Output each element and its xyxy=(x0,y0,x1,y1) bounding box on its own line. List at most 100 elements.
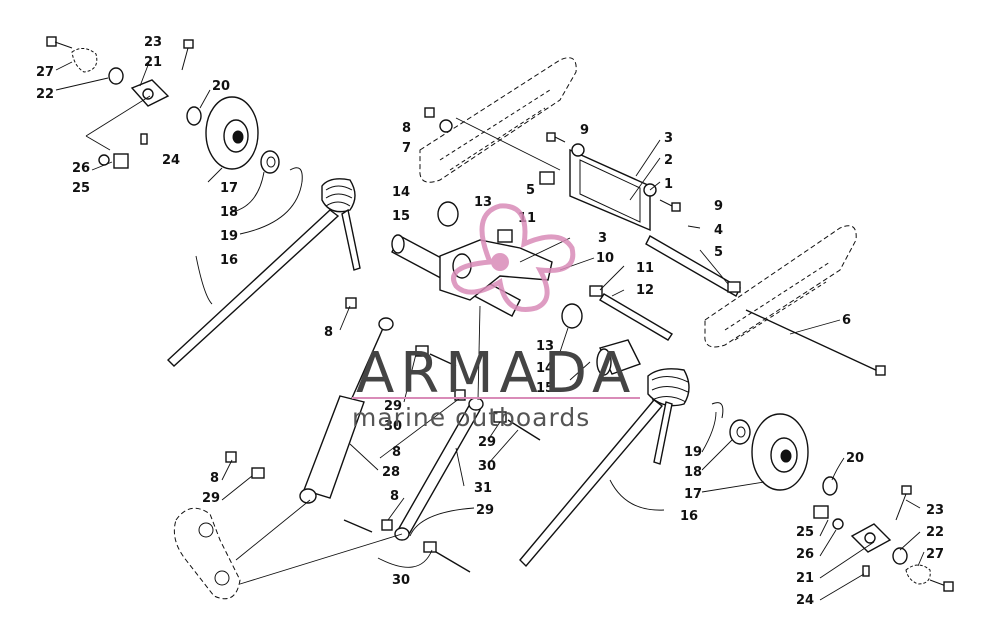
callout-20b: 20 xyxy=(846,451,864,466)
cap-22-lower xyxy=(892,547,931,585)
bushing-13-lower xyxy=(561,303,583,329)
callout-25: 25 xyxy=(72,181,90,196)
callout-9b: 9 xyxy=(714,199,723,214)
callout-27b: 27 xyxy=(926,547,944,562)
callout-19b: 19 xyxy=(684,445,702,460)
callout-8b: 8 xyxy=(324,325,333,340)
bolt-9-lower xyxy=(659,199,681,212)
callout-8e: 8 xyxy=(390,489,399,504)
callout-5b: 5 xyxy=(714,245,723,260)
bushing-11-upper xyxy=(497,229,513,243)
watermark-propeller-icon xyxy=(451,203,576,312)
nut-8-7 xyxy=(424,107,453,133)
ring-19-lower xyxy=(711,402,724,419)
cap-5-upper xyxy=(539,171,555,185)
axle-block-21-lower xyxy=(850,523,892,553)
shock-absorber-28 xyxy=(299,317,394,504)
callout-18b: 18 xyxy=(684,465,702,480)
callout-8c: 8 xyxy=(392,445,401,460)
callout-1: 1 xyxy=(664,177,673,192)
spacer-20-upper xyxy=(186,106,202,126)
long-bolt-6 xyxy=(745,309,886,376)
callout-14b: 14 xyxy=(536,361,554,376)
callout-19: 19 xyxy=(220,229,238,244)
callout-7: 7 xyxy=(402,141,411,156)
callout-25b: 25 xyxy=(796,525,814,540)
wheel-17-lower xyxy=(751,413,809,491)
callout-18: 18 xyxy=(220,205,238,220)
callout-29: 29 xyxy=(384,399,402,414)
callout-22b: 22 xyxy=(926,525,944,540)
callout-29c: 29 xyxy=(202,491,220,506)
callout-26b: 26 xyxy=(796,547,814,562)
callout-22: 22 xyxy=(36,87,54,102)
callout-20: 20 xyxy=(212,79,230,94)
nut-25-upper xyxy=(98,153,129,169)
callout-15b: 15 xyxy=(536,381,554,396)
callout-24: 24 xyxy=(162,153,180,168)
bolt-27-lower xyxy=(929,579,954,592)
pin-24-lower xyxy=(862,565,870,577)
callout-2: 2 xyxy=(664,153,673,168)
leader-lines xyxy=(55,59,925,601)
callout-12: 12 xyxy=(636,283,654,298)
bushing-14-15-lower xyxy=(596,339,641,376)
link-31 xyxy=(394,397,484,541)
callout-31: 31 xyxy=(474,481,492,496)
callout-28: 28 xyxy=(382,465,400,480)
callout-8d: 8 xyxy=(210,471,219,486)
wheel-17-upper xyxy=(205,96,259,170)
frame-bracket-lower-left xyxy=(173,507,241,600)
callout-10: 10 xyxy=(596,251,614,266)
callout-29b: 29 xyxy=(478,435,496,450)
callout-30b: 30 xyxy=(478,459,496,474)
callout-13: 13 xyxy=(474,195,492,210)
bushing-13-upper xyxy=(437,201,459,227)
callout-21: 21 xyxy=(144,55,162,70)
ring-19-upper xyxy=(289,167,303,183)
rod-4 xyxy=(645,235,741,297)
watermark-logo xyxy=(451,203,576,312)
callout-24b: 24 xyxy=(796,593,814,608)
rail-bracket-lower xyxy=(704,225,857,348)
callout-5: 5 xyxy=(526,183,535,198)
bushing-11-lower xyxy=(589,285,603,297)
callout-16: 16 xyxy=(220,253,238,268)
watermark-brand: ARMADA xyxy=(356,341,636,406)
callout-27: 27 xyxy=(36,65,54,80)
bolt-23-lower xyxy=(895,485,912,521)
callout-8: 8 xyxy=(402,121,411,136)
watermark-tagline: marine outboards xyxy=(352,403,590,432)
bolts-30-spacers-29 xyxy=(251,345,541,573)
callout-23: 23 xyxy=(144,35,162,50)
callout-30: 30 xyxy=(384,419,402,434)
spring-16-lower xyxy=(519,368,690,568)
rod-12 xyxy=(599,293,673,341)
callout-3: 3 xyxy=(664,131,673,146)
bearing-18-upper xyxy=(260,150,280,174)
callout-16b: 16 xyxy=(680,509,698,524)
callout-13b: 13 xyxy=(536,339,554,354)
bracket-1 xyxy=(569,143,657,232)
cap-22-upper xyxy=(71,48,124,85)
bolt-23-upper xyxy=(181,39,194,71)
callout-17: 17 xyxy=(220,181,238,196)
spring-16-upper xyxy=(166,178,361,367)
callout-3b: 3 xyxy=(598,231,607,246)
callout-11b: 11 xyxy=(636,261,654,276)
watermark-hub-icon xyxy=(491,253,509,271)
nut-25-lower xyxy=(813,505,844,530)
bearing-18-lower xyxy=(729,419,751,445)
bolt-27-upper xyxy=(46,36,73,49)
callout-15: 15 xyxy=(392,209,410,224)
callout-29d: 29 xyxy=(476,503,494,518)
callout-30c: 30 xyxy=(392,573,410,588)
bolt-9-upper xyxy=(546,132,566,143)
callout-4: 4 xyxy=(714,223,723,238)
callout-6: 6 xyxy=(842,313,851,328)
spacer-20-lower xyxy=(822,476,838,496)
callout-23b: 23 xyxy=(926,503,944,518)
callout-26: 26 xyxy=(72,161,90,176)
